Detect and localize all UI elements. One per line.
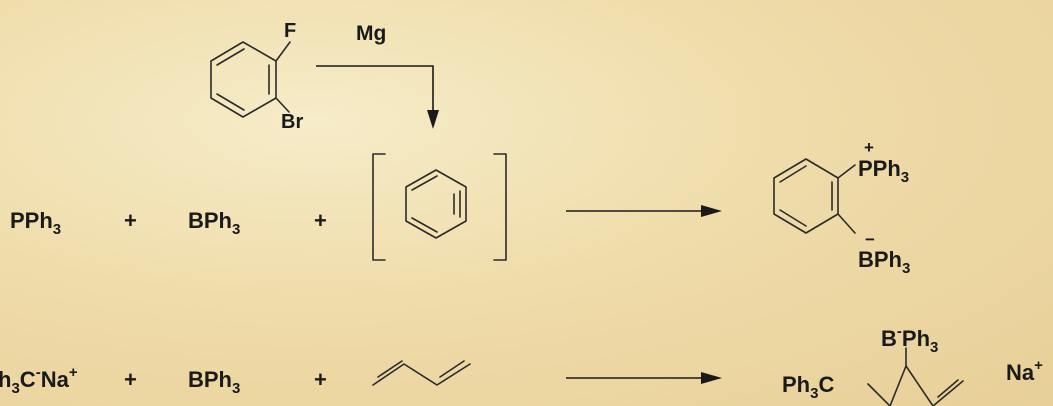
ring-double-bond xyxy=(411,175,438,191)
plus-sign: + xyxy=(124,367,137,392)
c-f-bond xyxy=(275,41,291,62)
mg-arrow-line xyxy=(316,65,434,114)
reaction-arrow-2 xyxy=(566,372,722,384)
arrow-head xyxy=(701,372,722,384)
magnesium-reagent-label: Mg xyxy=(356,22,386,45)
reaction-arrow-1 xyxy=(566,205,722,217)
ring-double-bond xyxy=(779,165,807,183)
phosphonium-charge: + xyxy=(864,138,874,157)
c-b-bond xyxy=(837,213,856,234)
ring-double-bond xyxy=(411,217,438,233)
borate-label: BPh3 xyxy=(858,247,910,277)
fluorobromobenzene-structure xyxy=(210,41,291,118)
butadiene-chain xyxy=(372,363,471,386)
benzene-ring xyxy=(210,41,277,118)
product-chain xyxy=(867,365,934,406)
ring-double-bond xyxy=(779,209,807,227)
triphenylphosphine-label: PPh3 xyxy=(10,208,61,238)
trityl-group-label: Ph3C xyxy=(782,372,834,402)
benzyne-structure xyxy=(372,153,507,261)
triphenylborane-label: BPh3 xyxy=(188,367,240,397)
c-br-bond xyxy=(275,97,290,113)
phosphonium-borate-structure xyxy=(773,158,856,234)
butadiene-structure xyxy=(372,360,471,386)
fluorine-label: F xyxy=(284,20,296,42)
benzyne-ring xyxy=(405,169,467,239)
ring-double-bond xyxy=(216,48,245,66)
plus-sign: + xyxy=(314,208,327,233)
diene-double-bond xyxy=(439,360,465,378)
plus-sign: + xyxy=(124,208,137,233)
plus-sign: + xyxy=(314,367,327,392)
ring-double-bond xyxy=(216,93,245,111)
borate-label: B-Ph3 xyxy=(881,323,938,356)
mg-arrow-head xyxy=(427,110,439,129)
vinyl-double-bond-inner xyxy=(937,379,959,398)
sodium-counterion-label: Na+ xyxy=(1006,357,1043,385)
vinyl-double-bond-outer xyxy=(932,380,964,406)
diene-double-bond xyxy=(377,360,403,378)
trityl-sodium-label: h3C-Na+ xyxy=(0,364,78,397)
triphenylborane-label: BPh3 xyxy=(188,208,240,238)
bromine-label: Br xyxy=(281,111,303,133)
left-bracket xyxy=(372,153,386,261)
c-p-bond xyxy=(837,164,856,179)
mg-arrow xyxy=(316,65,439,129)
allyl-borate-structure xyxy=(867,347,964,406)
product-benzene-ring xyxy=(773,158,839,234)
arrow-head xyxy=(701,205,722,217)
right-bracket xyxy=(493,153,507,261)
phosphonium-label: PPh3 xyxy=(858,156,909,186)
borate-charge: − xyxy=(865,230,875,249)
